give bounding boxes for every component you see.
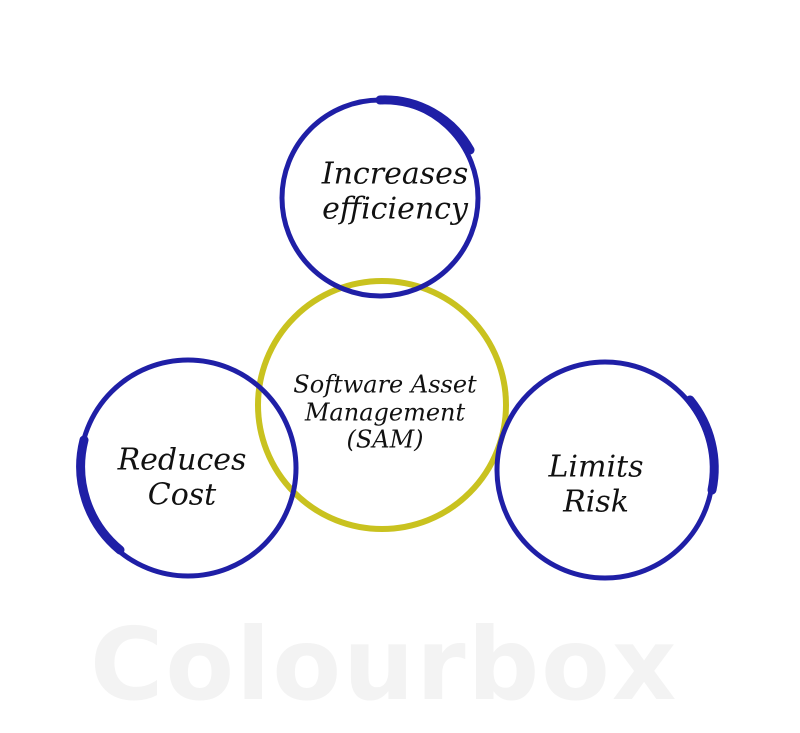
node-left-label: Reduces Cost [117,442,247,513]
center-label: Software Asset Management (SAM) [293,370,477,455]
label-line: Increases [321,156,469,192]
label-line: efficiency [322,191,468,226]
watermark: Colourbox [90,606,679,723]
center-circle [255,278,509,532]
label-line: (SAM) [346,425,424,454]
label-line: Cost [147,477,217,512]
label-line: Software Asset [293,370,477,399]
label-line: Reduces [117,442,247,478]
label-line: Management [304,398,466,427]
label-line: Limits [548,449,644,485]
node-top-label: Increases efficiency [321,156,469,227]
label-line: Risk [563,484,629,519]
right-circle-stroke-accent [685,395,719,495]
node-right-label: Limits Risk [548,449,644,520]
left-circle-stroke-accent [76,435,125,555]
top-circle-stroke-accent [375,95,475,155]
